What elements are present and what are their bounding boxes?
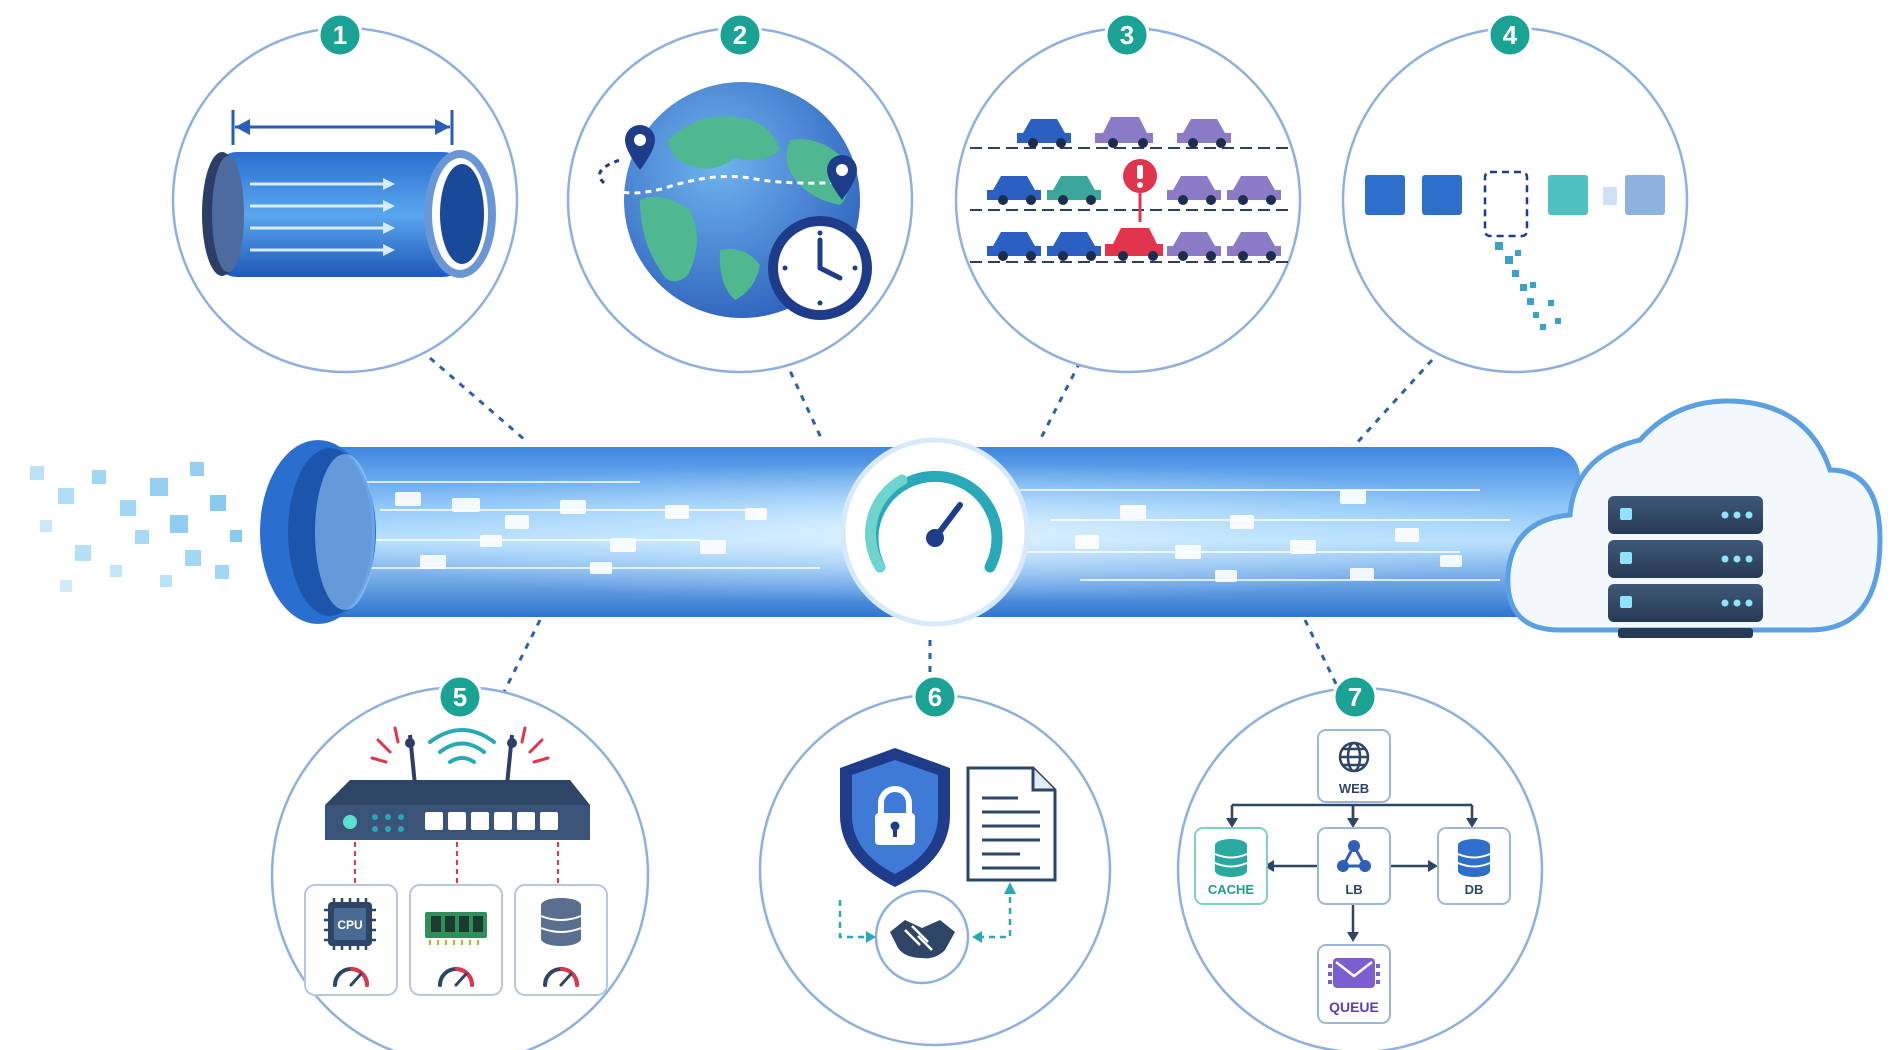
security-handshake-icon — [838, 748, 1057, 985]
pipe-width-icon — [202, 110, 496, 278]
packet-loss-icon — [1365, 170, 1665, 330]
shield-lock-icon — [840, 748, 950, 887]
data-pipe — [30, 440, 1580, 624]
document-icon — [966, 766, 1057, 882]
number-badges: 1 2 3 4 5 6 7 — [317, 12, 1533, 720]
cloud-server-icon — [1505, 398, 1883, 638]
load-balancer-icon — [1337, 840, 1371, 872]
badge-1-number: 1 — [333, 20, 347, 50]
speedometer-icon — [840, 437, 1030, 627]
cache-database-icon — [1214, 839, 1248, 877]
panel-circles — [171, 26, 1689, 1050]
badge-4: 4 — [1487, 12, 1533, 58]
start-location-pin-icon — [625, 125, 655, 170]
car-icon — [1227, 176, 1281, 205]
badge-3-number: 3 — [1120, 20, 1134, 50]
ram-box — [409, 884, 503, 996]
badge-2-number: 2 — [733, 20, 747, 50]
globe-icon — [1338, 741, 1370, 773]
badge-7-number: 7 — [1348, 682, 1362, 712]
handshake-icon — [890, 920, 955, 959]
car-icon — [1095, 117, 1153, 148]
router-hardware-icon: CPU — [304, 726, 608, 996]
architecture-icon: WEB CACHE LB DB — [1194, 729, 1511, 1024]
badge-5: 5 — [437, 674, 483, 720]
badge-2: 2 — [717, 12, 763, 58]
car-icon — [1167, 232, 1221, 261]
badge-1: 1 — [317, 12, 363, 58]
car-icon — [987, 176, 1041, 205]
car-icon — [1167, 176, 1221, 205]
wifi-icon — [428, 728, 496, 764]
panel-6-circle — [758, 693, 1112, 1047]
alert-icon — [1123, 159, 1157, 222]
globe-clock-icon — [598, 82, 872, 320]
queue-mail-icon — [1328, 958, 1380, 988]
car-icon — [987, 232, 1041, 261]
car-icon — [1017, 119, 1071, 148]
car-icon — [1177, 119, 1231, 148]
lb-label: LB — [1345, 882, 1362, 897]
gauge-icon — [333, 967, 580, 987]
clock-icon — [768, 216, 872, 320]
badge-4-number: 4 — [1503, 20, 1518, 50]
cache-label: CACHE — [1208, 882, 1255, 897]
database-icon — [1457, 839, 1491, 877]
cpu-label: CPU — [337, 918, 362, 932]
incoming-data-particles — [30, 462, 242, 592]
cpu-chip-icon: CPU — [324, 898, 376, 950]
badge-7: 7 — [1332, 674, 1378, 720]
web-label: WEB — [1339, 781, 1369, 796]
car-icon — [1227, 232, 1281, 261]
ram-module-icon — [425, 912, 487, 945]
traffic-congestion-icon — [970, 117, 1290, 263]
queue-label: QUEUE — [1329, 999, 1379, 1015]
db-label: DB — [1465, 882, 1484, 897]
badge-6: 6 — [912, 674, 958, 720]
badge-5-number: 5 — [453, 682, 467, 712]
badge-6-number: 6 — [928, 682, 942, 712]
car-icon — [1047, 232, 1101, 261]
badge-3: 3 — [1104, 12, 1150, 58]
end-location-pin-icon — [827, 155, 857, 200]
storage-disk-icon — [540, 898, 582, 946]
car-icon — [1105, 228, 1163, 261]
car-icon — [1047, 176, 1101, 205]
